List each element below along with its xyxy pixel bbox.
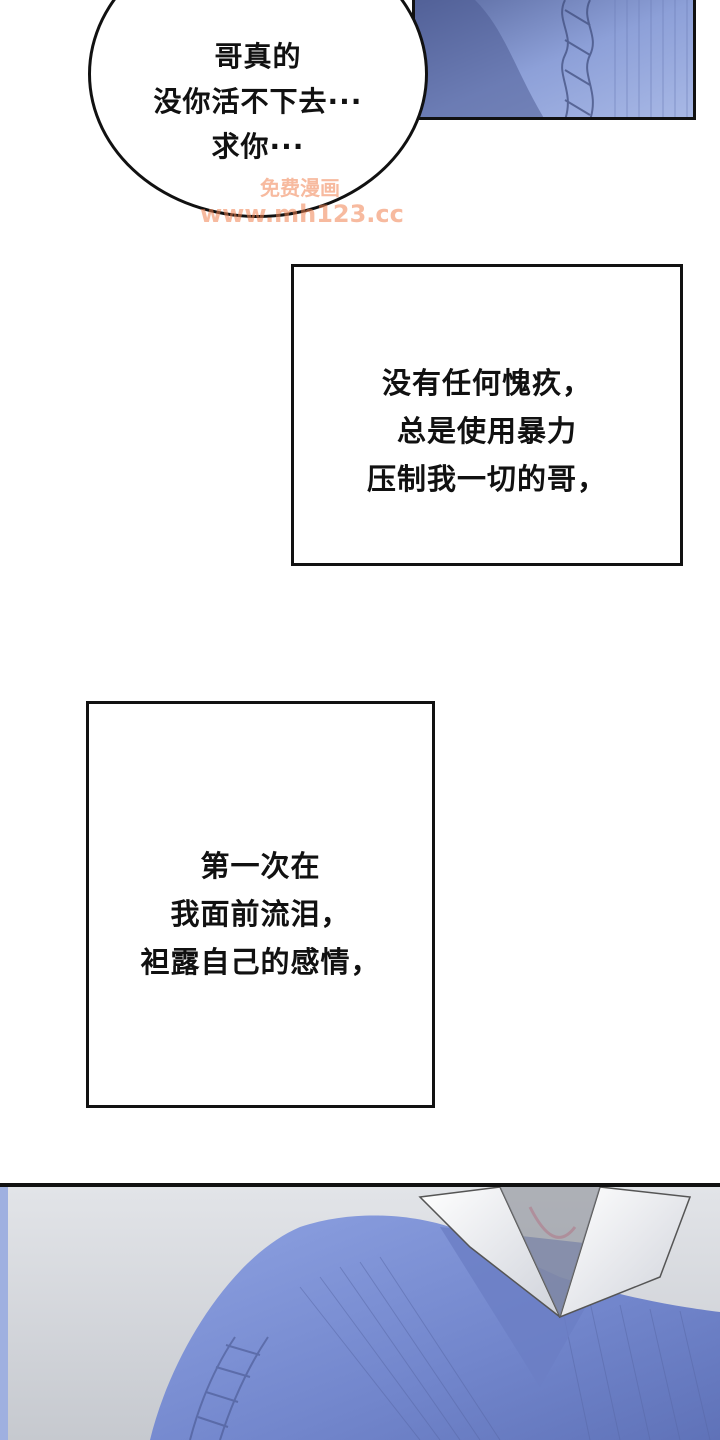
narration-text-2: 第一次在 我面前流泪， 袒露自己的感情， — [89, 842, 432, 986]
narration-text-1: 没有任何愧疚， 总是使用暴力 压制我一切的哥， — [294, 359, 680, 503]
speech-bubble-text: 哥真的 没你活不下去··· 求你··· — [98, 34, 418, 169]
narration-line: 压制我一切的哥， — [366, 462, 607, 496]
narration-line: 没有任何愧疚， — [381, 366, 592, 400]
narration-box-2: 第一次在 我面前流泪， 袒露自己的感情， — [86, 701, 435, 1108]
narration-line: 第一次在 — [200, 849, 321, 883]
collar-sweater-artwork — [0, 1187, 720, 1440]
narration-line: 总是使用暴力 — [396, 414, 577, 448]
narration-line: 我面前流泪， — [170, 897, 351, 931]
speech-line: 没你活不下去··· — [153, 85, 363, 118]
top-art-panel — [412, 0, 696, 120]
watermark-line-1: 免费漫画 — [260, 176, 340, 200]
watermark: 免费漫画 www.mh123.cc — [200, 176, 404, 228]
bottom-art-panel — [0, 1183, 720, 1440]
narration-box-1: 没有任何愧疚， 总是使用暴力 压制我一切的哥， — [291, 264, 683, 566]
sweater-artwork — [415, 0, 693, 117]
speech-line: 求你··· — [211, 130, 305, 163]
watermark-line-2: www.mh123.cc — [200, 200, 404, 228]
narration-line: 袒露自己的感情， — [140, 945, 381, 979]
speech-line: 哥真的 — [214, 40, 302, 73]
